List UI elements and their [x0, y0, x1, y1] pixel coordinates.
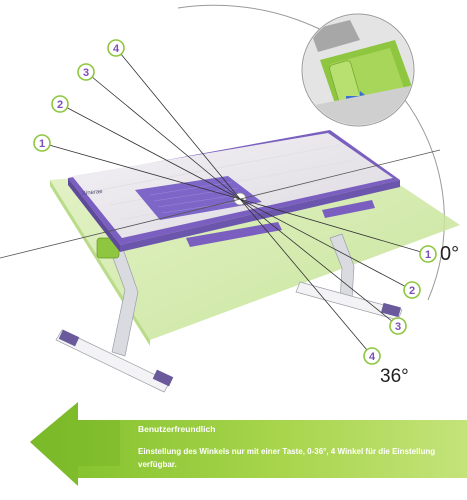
marker-top-4-label: 4	[113, 43, 120, 55]
angle-markers-right: 1 2 3 4	[363, 245, 437, 365]
marker-right-4-label: 4	[369, 351, 376, 363]
marker-right-2: 2	[403, 281, 421, 299]
marker-right-3: 3	[389, 317, 407, 335]
marker-top-1-label: 1	[39, 138, 45, 150]
marker-right-3-label: 3	[395, 321, 401, 333]
marker-top-2: 2	[51, 95, 69, 113]
marker-right-2-label: 2	[409, 285, 415, 297]
angle-lines	[41, 47, 429, 357]
marker-right-1-label: 1	[425, 249, 431, 261]
stopper-right	[322, 200, 375, 218]
horizon-line	[0, 149, 441, 259]
stopper-left	[186, 222, 282, 247]
marker-right-4: 4	[363, 347, 381, 365]
tray-top	[68, 130, 400, 252]
marker-top-1: 1	[33, 134, 51, 152]
banner-title: Benutzerfreundlich	[138, 424, 216, 434]
marker-right-1: 1	[419, 245, 437, 263]
angle-min-label: 0°	[440, 243, 460, 265]
button-detail-inset	[301, 13, 415, 127]
marker-top-4: 4	[107, 39, 125, 57]
info-banner	[30, 402, 467, 486]
marker-top-2-label: 2	[57, 99, 63, 111]
angle-max-label: 36°	[380, 366, 409, 387]
marker-top-3-label: 3	[83, 67, 89, 79]
banner-description: Einstellung des Winkels nur mit einer Ta…	[138, 447, 436, 469]
marker-top-3: 3	[77, 63, 95, 81]
angle-markers-top: 4 3 2 1	[33, 39, 125, 152]
